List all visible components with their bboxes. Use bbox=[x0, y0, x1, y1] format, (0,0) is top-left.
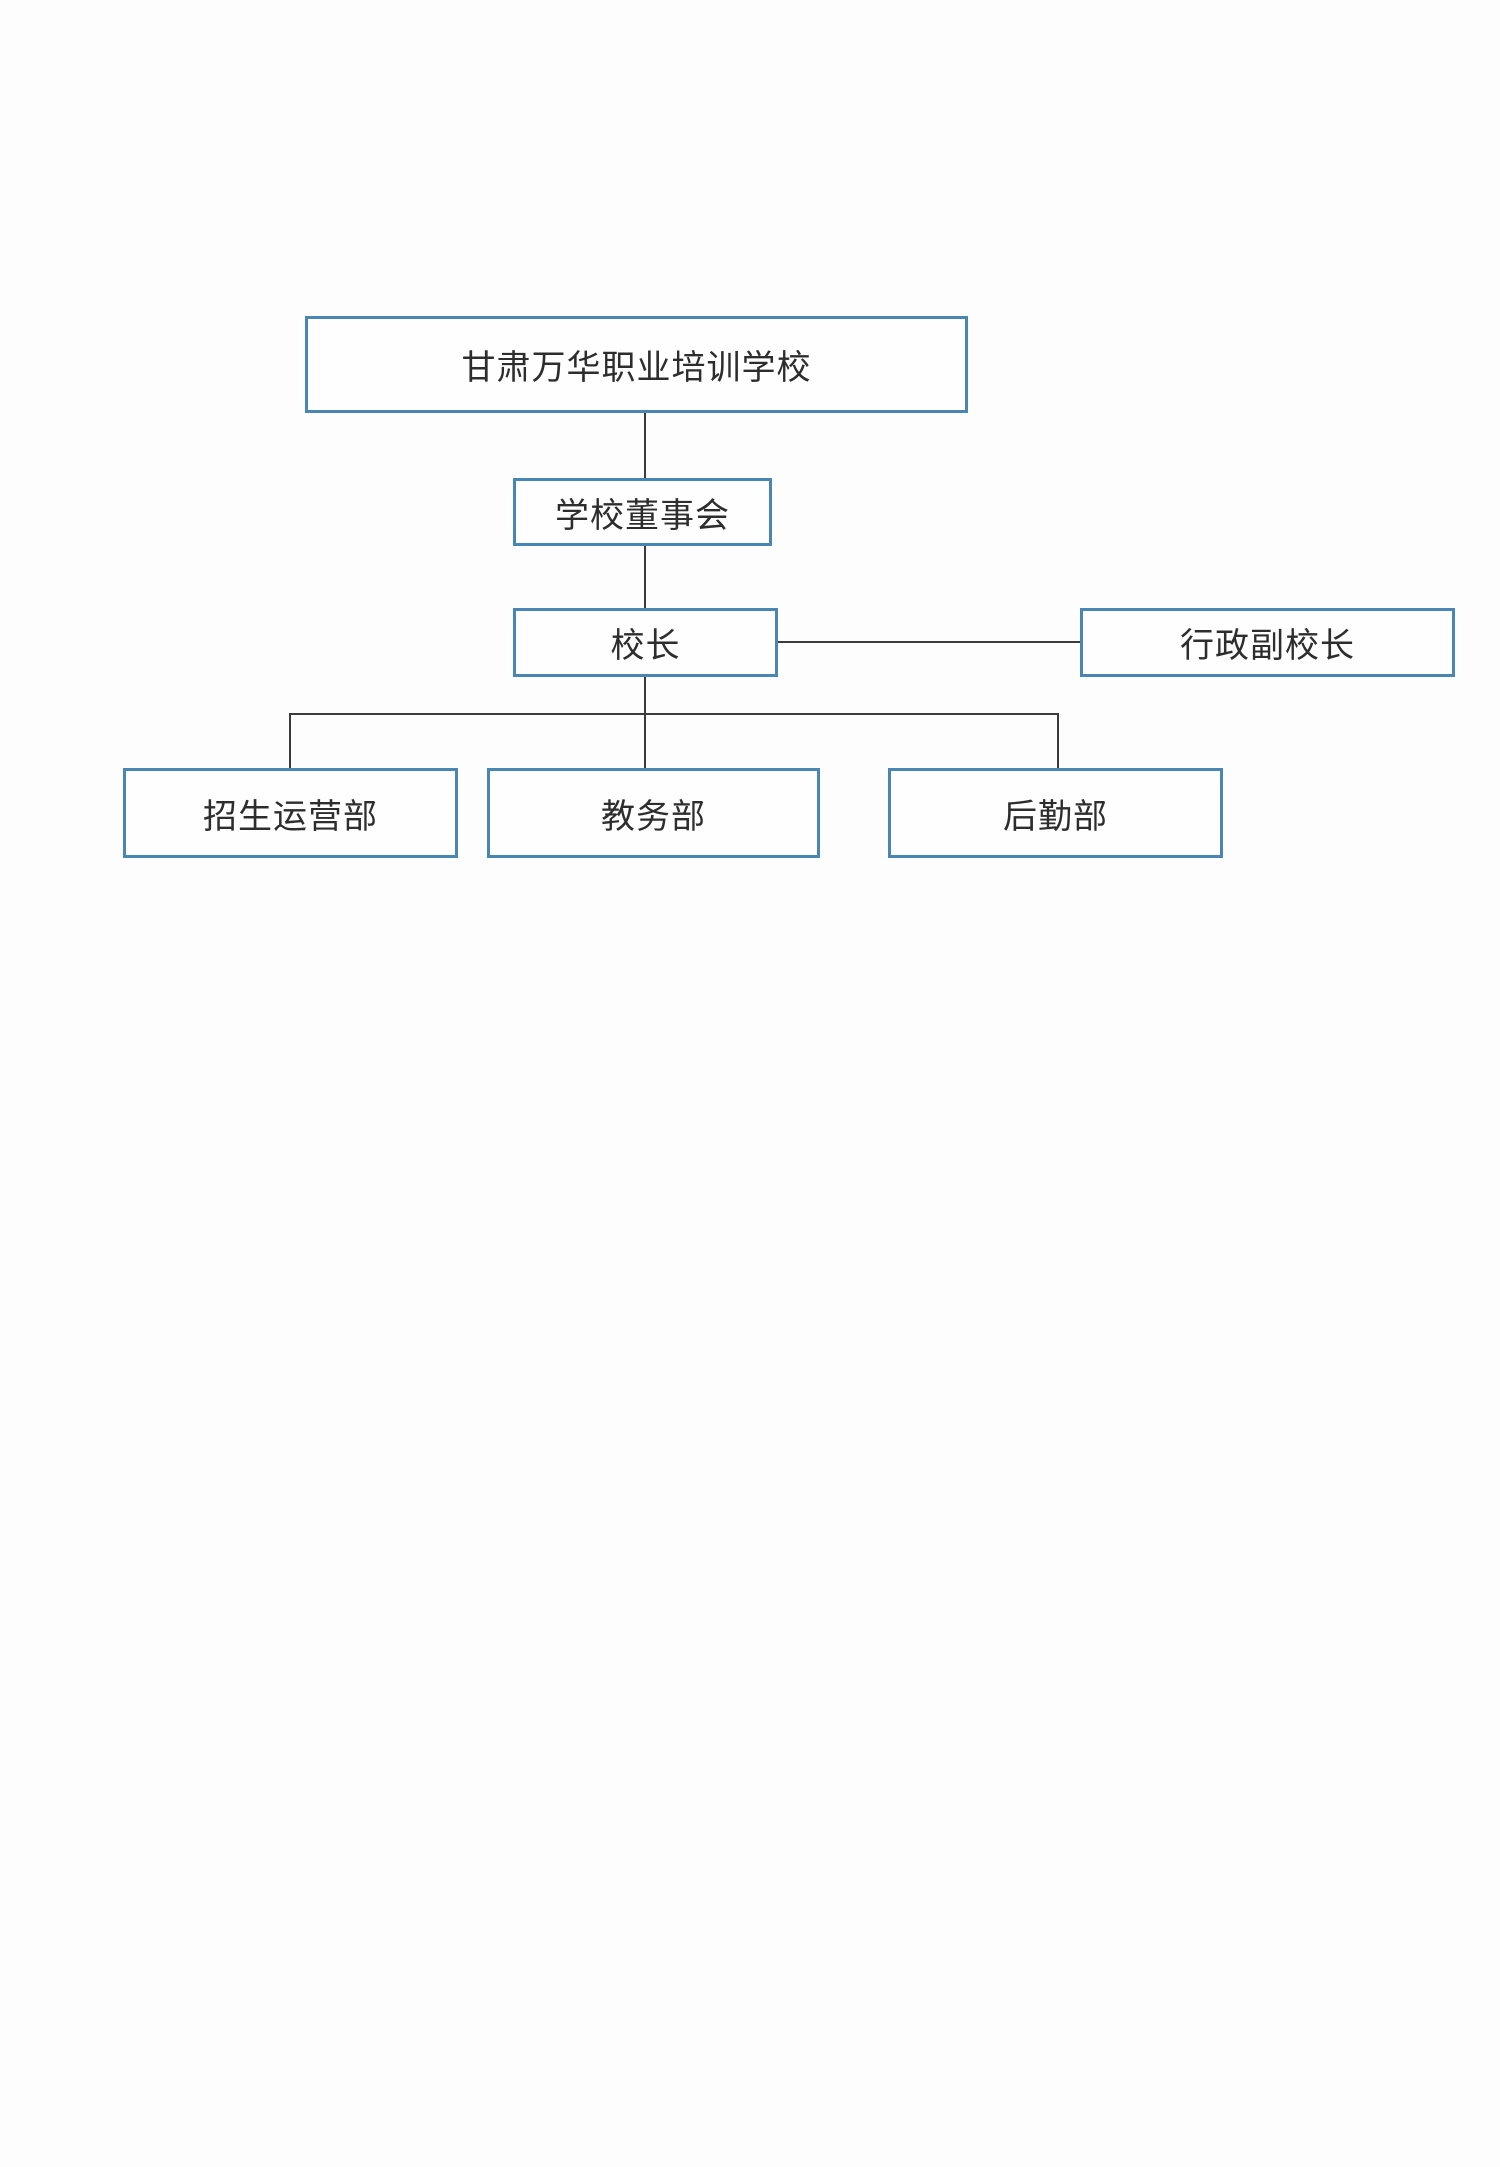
org-node-school-label: 甘肃万华职业培训学校 bbox=[461, 348, 812, 388]
connector-board-to-principal bbox=[644, 546, 646, 608]
org-node-board: 学校董事会 bbox=[513, 478, 772, 546]
connector-branch-to-logistics bbox=[1057, 713, 1059, 768]
org-node-admissions-operations-label: 招生运营部 bbox=[203, 796, 378, 837]
org-node-admissions-operations: 招生运营部 bbox=[123, 768, 458, 858]
org-node-academic-affairs-label: 教务部 bbox=[601, 796, 706, 837]
org-node-principal: 校长 bbox=[513, 608, 778, 677]
org-node-principal-label: 校长 bbox=[610, 626, 681, 666]
org-node-logistics: 后勤部 bbox=[888, 768, 1223, 858]
connector-principal-to-vice bbox=[778, 641, 1080, 643]
org-node-academic-affairs: 教务部 bbox=[487, 768, 820, 858]
org-node-vice-principal-label: 行政副校长 bbox=[1180, 626, 1355, 666]
org-node-logistics-label: 后勤部 bbox=[1003, 796, 1108, 837]
connector-school-to-board bbox=[644, 413, 646, 478]
connector-branch-to-admissions bbox=[289, 713, 291, 768]
org-node-school: 甘肃万华职业培训学校 bbox=[305, 316, 968, 413]
connector-principal-to-branch bbox=[644, 677, 646, 768]
connector-branch-horizontal bbox=[289, 713, 1059, 715]
org-node-vice-principal: 行政副校长 bbox=[1080, 608, 1455, 677]
org-node-board-label: 学校董事会 bbox=[555, 495, 730, 536]
